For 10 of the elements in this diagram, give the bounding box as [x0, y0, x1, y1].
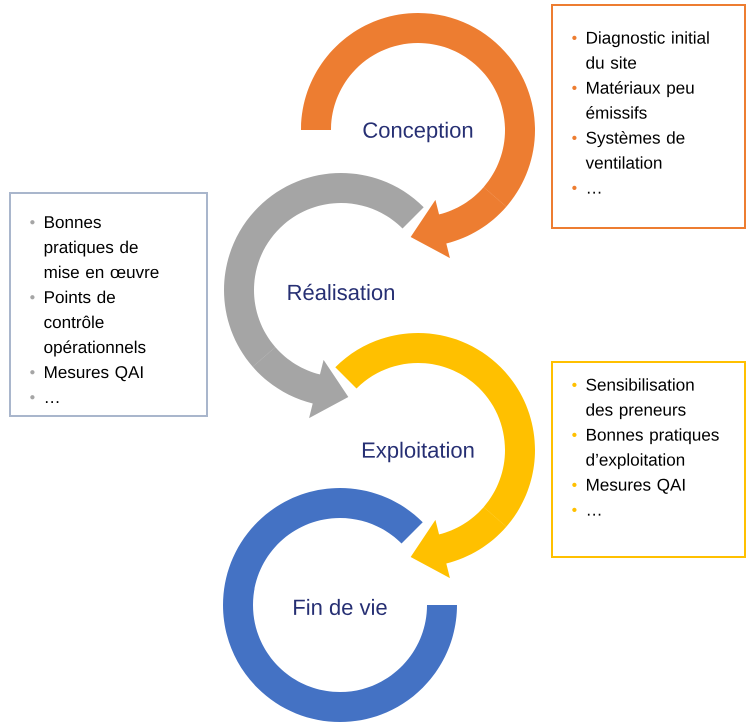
bullet-list-box: Diagnostic initial du site Matériaux peu émissifs Systèmes de ventilation … [551, 4, 746, 229]
bullet-list-box: Sensibilisation des preneurs Bonnes pratiques d’exploitation Mesures QAI … [551, 361, 746, 558]
curved-arrow [252, 347, 348, 418]
stage-label: Fin de vie [294, 598, 387, 616]
stage-label: Conception [363, 122, 472, 142]
stage-label: Réalisation [288, 284, 394, 300]
stage-label: Exploitation [362, 442, 474, 462]
curved-arrow [410, 187, 506, 258]
bullet-list-box: Bonnes pratiques de mise en œuvre Points de contrôle opérationnels Mesures QAI … [9, 192, 208, 417]
curved-arrow [410, 507, 506, 578]
